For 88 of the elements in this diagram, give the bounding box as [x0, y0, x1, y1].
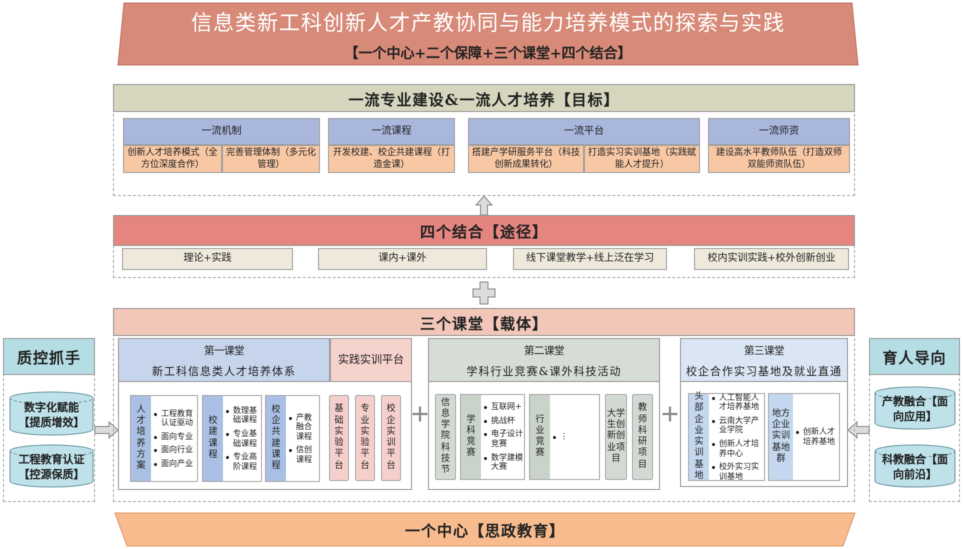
group-header: 一流平台: [468, 118, 700, 145]
list-item: 面向行业: [153, 445, 196, 455]
card-title: 第三课堂: [744, 344, 784, 357]
list-item: 专业基础课程: [225, 428, 260, 448]
list-box: [768, 393, 840, 481]
list-item: 面向产业: [153, 458, 196, 468]
cylinder: [10, 445, 93, 487]
list-box: [130, 395, 198, 482]
block-arrow: [847, 420, 870, 440]
dashed-panel: [3, 338, 95, 502]
list-item: 互联网+: [483, 402, 523, 412]
cylinder-label: 工程教育认证【控源保质】: [17, 453, 86, 483]
list-item: 创新人才培养基地: [795, 427, 838, 447]
block-arrow: [474, 195, 494, 216]
text-box: 开发校建、校企共建课程（打造金课）: [328, 145, 455, 173]
card-subtitle: 校企合作实习基地及就业直通: [686, 364, 842, 378]
list-box: [529, 394, 600, 480]
cylinder-label: 产教融合【面向应用】: [880, 395, 949, 425]
panel-header: 质控抓手: [3, 338, 95, 375]
base-label: 一个中心【思政教育】: [405, 521, 565, 540]
dashed-panel: [113, 308, 855, 502]
text-box: 创新人才培养模式（全方位深度合作）: [123, 145, 222, 173]
list-item: 人工智能人才培养基地: [711, 392, 763, 412]
vertical-label-box: 信息学院科技节: [435, 394, 456, 480]
title: 信息类新工科创新人才产教协同与能力培养模式的探索与实践: [191, 10, 785, 36]
list-item: 工程教育认证驱动: [153, 408, 196, 428]
list-item: 信创课程: [288, 445, 318, 464]
list-item: 数理基础课程: [225, 406, 260, 425]
cylinder: [875, 445, 955, 487]
side-label: 地方企业实训基地群: [769, 394, 793, 480]
header-band: 四个结合【途径】: [113, 215, 855, 246]
block-arrow: [94, 420, 119, 440]
list-item: 数学建模大赛: [483, 452, 523, 472]
side-label: 校建课程: [203, 396, 223, 481]
cylinder-label: 科教融合【面向前沿】: [880, 453, 949, 483]
vertical-label-box: 校企实训平台: [381, 395, 401, 481]
header-band: 三个课堂【载体】: [113, 308, 855, 336]
vertical-label-box: 教师科研项目: [632, 394, 653, 480]
classroom-card: [118, 338, 412, 490]
cylinder: [875, 387, 955, 429]
group-header: 一流课程: [328, 118, 455, 145]
card-title: 第一课堂: [204, 344, 244, 357]
group-header: 一流机制: [123, 118, 320, 145]
text-box: 理论+实践: [122, 248, 293, 270]
dashed-panel: [113, 215, 855, 278]
list-item: 云南大学产业学院: [711, 416, 763, 435]
classroom-card: [428, 338, 660, 490]
classroom-card: [680, 338, 848, 487]
list-item: 产教融合课程: [288, 412, 318, 442]
card-title: 第二课堂: [524, 344, 564, 357]
section-header: 实践实训平台: [330, 338, 412, 382]
base-banner: [115, 513, 855, 546]
list-item: 电子设计竞赛: [483, 429, 523, 449]
text-box: 课内+课外: [318, 248, 487, 270]
vertical-label-box: 大学生创新创业项目: [605, 394, 627, 480]
title-banner: [118, 3, 858, 65]
text-box: 打造实习实训基地（实践赋能人才提升）: [584, 145, 700, 173]
list-item: 创新人才培养中心: [711, 439, 763, 458]
header-band: 一流专业建设&一流人才培养【目标】: [113, 84, 855, 112]
panel-header: 育人导向: [869, 338, 960, 375]
list-item: 校外实习实训基地: [711, 462, 763, 482]
side-label: 人才培养方案: [131, 396, 151, 481]
text-box: 完善管理体制（多元化管理）: [222, 145, 320, 173]
side-label: 校企共建课程: [266, 396, 286, 481]
group-header: 一流师资: [708, 118, 850, 145]
dashed-panel: [113, 84, 855, 196]
vertical-label-box: 专业实验平台: [355, 395, 375, 481]
vertical-label-box: 基础实验平台: [329, 395, 349, 481]
cylinder: [10, 392, 93, 435]
list-box: [688, 393, 765, 481]
list-box: [265, 395, 320, 482]
side-label: 学科竞赛: [461, 395, 481, 479]
list-box: [460, 394, 525, 480]
list-item: 面向专业: [153, 432, 196, 442]
text-box: 建设高水平教师队伍（打造双师双能师资队伍）: [708, 145, 850, 173]
text-box: 搭建产学研服务平台（科技创新成果转化）: [468, 145, 584, 173]
list-item: 专业高阶课程: [225, 452, 260, 472]
dashed-panel: [869, 338, 960, 502]
side-label: 行业竞赛: [530, 395, 550, 479]
list-item: ⋮: [552, 432, 598, 442]
cylinder-label: 数字化赋能【提质增效】: [17, 400, 86, 430]
subtitle: 【一个中心+二个保障+三个课堂+四个结合】: [344, 44, 632, 62]
list-item: 挑战杯: [483, 416, 523, 426]
card-subtitle: 新工科信息类人才培养体系: [152, 364, 296, 378]
list-box: [202, 395, 262, 482]
text-box: 校内实训实践+校外创新创业: [694, 248, 849, 270]
text-box: 线下课堂教学+线上泛在学习: [513, 248, 667, 270]
card-subtitle: 学科行业竞赛&课外科技活动: [466, 364, 622, 378]
